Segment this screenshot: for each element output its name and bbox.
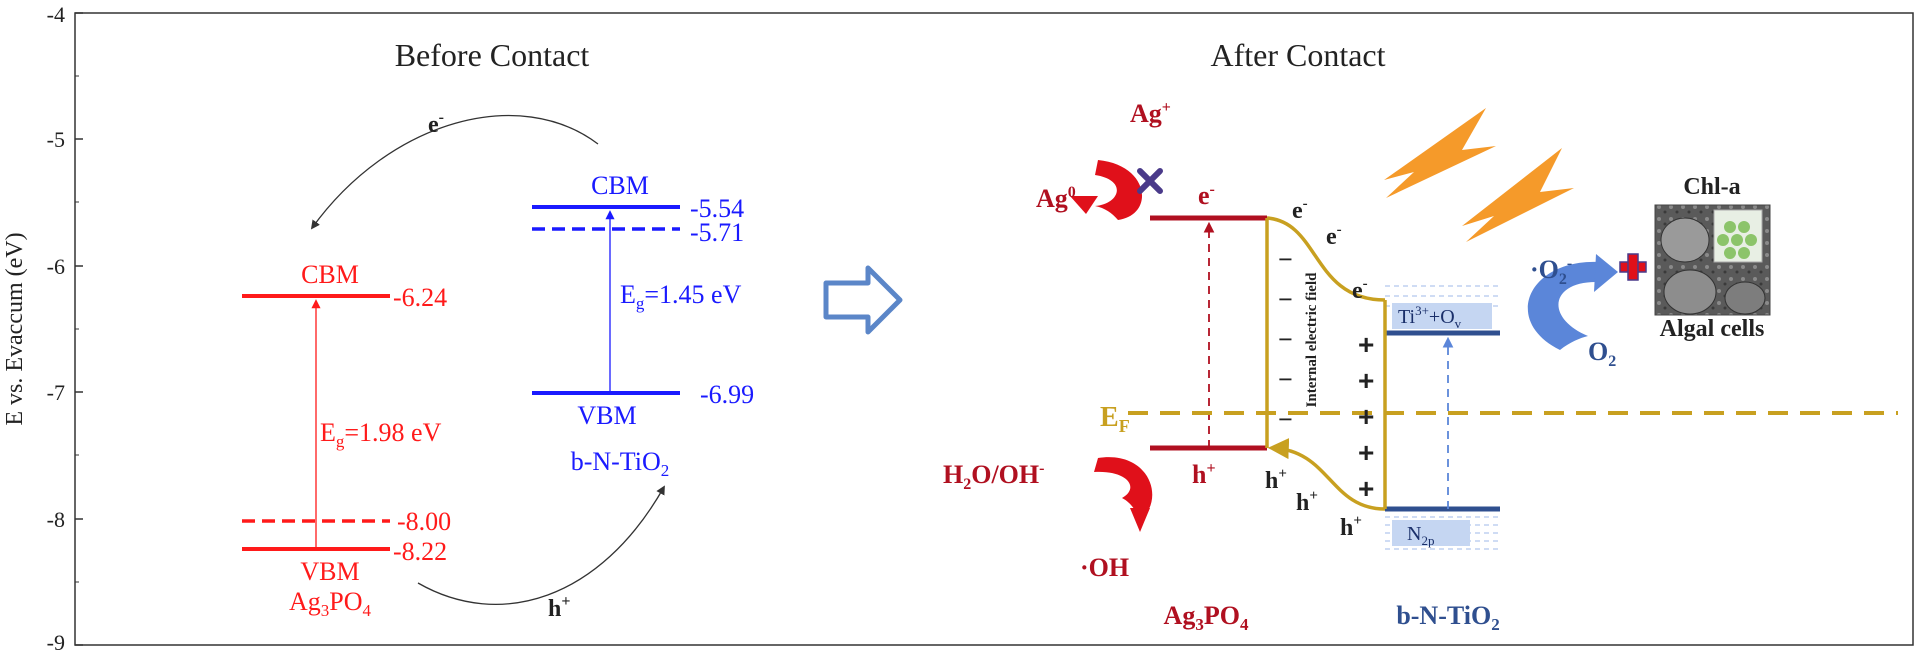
hole-transfer-arrow (417, 485, 665, 605)
chl-a-label: Chl-a (1683, 174, 1740, 200)
ag-reduction: Ag+ Ag0 (1036, 99, 1171, 220)
tio2-vbm-value: -6.99 (700, 380, 754, 409)
ag0-label: Ag0 (1036, 184, 1076, 213)
plus-sign: + (1358, 365, 1374, 396)
y-axis-label: E vs. Evaccum (eV) (2, 232, 28, 425)
ag3po4-after-name: Ag3PO4 (1164, 601, 1249, 634)
band-bending (1265, 216, 1387, 511)
minus-sign: − (1278, 285, 1293, 314)
ag3po4-name: Ag3PO4 (289, 587, 372, 620)
ag3po4-after-bands: e- h+ (1150, 181, 1267, 489)
blocked-icon (1137, 168, 1163, 194)
light-icon (1384, 108, 1574, 242)
ag3po4-dashed-value: -8.00 (397, 507, 451, 536)
oh-radical-label: ·OH (1080, 553, 1129, 582)
ti3-ov-label: Ti3++Ov (1398, 303, 1462, 331)
minus-sign: − (1278, 405, 1293, 434)
algal-cells-image (1654, 204, 1771, 316)
tio2-after-name: b-N-TiO2 (1396, 601, 1499, 634)
charge-minus-signs: − − − − − (1278, 245, 1293, 434)
hole-label: h+ (548, 593, 570, 622)
h2o-label: H2O/OH- (943, 460, 1044, 493)
plus-sign: + (1358, 437, 1374, 468)
ag3po4-bandgap-label: Eg=1.98 eV (320, 418, 442, 451)
water-oxidation-arrow (1094, 457, 1153, 520)
minus-sign: − (1278, 365, 1293, 394)
minus-sign: − (1278, 325, 1293, 354)
tio2-dashed-value: -5.71 (690, 218, 744, 247)
tio2-name: b-N-TiO2 (571, 447, 670, 480)
ag-reduction-arrow (1095, 160, 1143, 220)
internal-field-label: Internal electric field (1304, 272, 1320, 408)
fermi-level-label: EF (1100, 402, 1130, 436)
ag3po4-after-e-label: e- (1198, 181, 1215, 210)
electron-label: e- (1326, 222, 1342, 250)
superoxide-label: ·O2- (1530, 255, 1572, 288)
ag3po4-cbm-value: -6.24 (393, 283, 447, 312)
plus-sign: + (1358, 401, 1374, 432)
y-axis: -4 -5 -6 -7 -8 -9 E vs. Evaccum (eV) (2, 2, 83, 655)
ag3po4-bands: CBM -6.24 -8.00 -8.22 VBM Eg=1.98 eV Ag3… (242, 260, 451, 620)
tio2-after-bands: Ti3++Ov N2p (1385, 285, 1500, 550)
hole-label: h+ (1296, 488, 1318, 516)
algal-cells-label: Algal cells (1660, 316, 1765, 342)
electron-label: e- (428, 109, 444, 138)
n2p-box (1392, 520, 1470, 546)
tio2-bandgap-label: Eg=1.45 eV (620, 280, 742, 313)
ag-plus-label: Ag+ (1130, 99, 1171, 128)
ag3po4-vbm-label: VBM (300, 557, 359, 586)
plus-sign: + (1358, 473, 1374, 504)
electron-transfer-arrow (310, 115, 599, 230)
transition-arrow (823, 265, 903, 335)
oxygen-label: O2 (1588, 337, 1616, 370)
before-transfer-arrows: e- h+ (310, 109, 665, 622)
y-tick-label: -5 (47, 127, 65, 152)
fermi-level: EF (1100, 402, 1898, 436)
ag3po4-cbm-label: CBM (301, 260, 359, 289)
after-title: After Contact (1210, 37, 1385, 73)
after-electron-labels: e- e- e- (1292, 196, 1368, 304)
tio2-cbm-label: CBM (591, 171, 649, 200)
ag3po4-after-h-label: h+ (1192, 460, 1216, 489)
electron-label: e- (1292, 196, 1308, 224)
y-tick-label: -7 (47, 380, 65, 405)
after-hole-labels: h+ h+ h+ (1265, 466, 1362, 541)
plus-icon (1619, 253, 1647, 281)
hole-label: h+ (1340, 513, 1362, 541)
tio2-bands: CBM -5.54 -5.71 VBM -6.99 Eg=1.45 eV b-N… (532, 171, 754, 480)
ti3-ov-box (1392, 303, 1492, 329)
minus-sign: − (1278, 245, 1293, 274)
y-tick-label: -4 (47, 2, 65, 27)
n2p-label: N2p (1407, 523, 1434, 548)
water-oxidation: H2O/OH- ·OH (943, 457, 1153, 582)
plus-sign: + (1358, 329, 1374, 360)
electron-label: e- (1352, 276, 1368, 304)
oxygen-reduction: ·O2- O2 (1527, 254, 1618, 370)
charge-plus-signs: + + + + + (1358, 329, 1374, 504)
y-tick-label: -6 (47, 254, 65, 279)
ag3po4-vbm-value: -8.22 (393, 537, 447, 566)
oxygen-reduction-arrow (1527, 261, 1600, 350)
y-tick-label: -8 (47, 507, 65, 532)
hole-label: h+ (1265, 466, 1287, 494)
y-tick-label: -9 (47, 630, 65, 655)
tio2-cbm-value: -5.54 (690, 194, 744, 223)
tio2-vbm-label: VBM (577, 401, 636, 430)
before-title: Before Contact (395, 37, 590, 73)
